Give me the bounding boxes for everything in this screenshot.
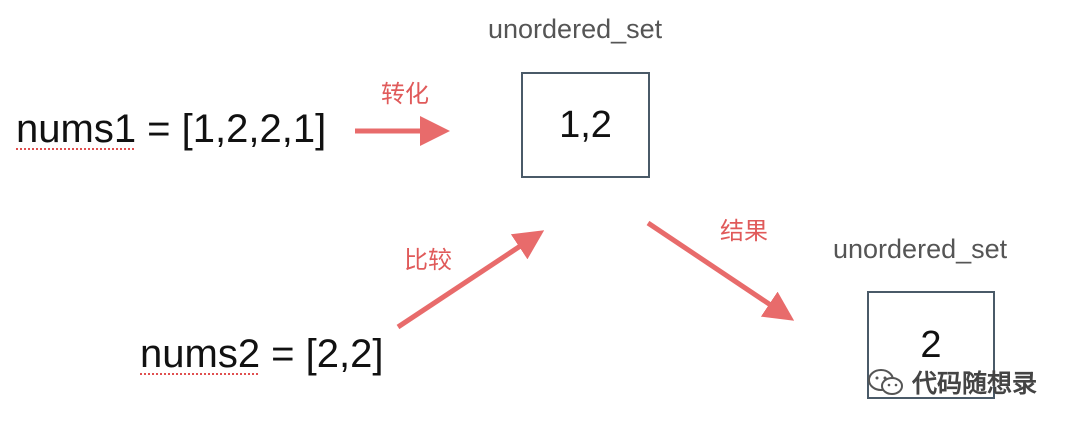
compare-arrow bbox=[396, 230, 545, 330]
nums2-name: nums2 bbox=[140, 332, 261, 376]
set1-contents: 1,2 bbox=[559, 103, 612, 146]
nums2-value: = [2,2] bbox=[260, 332, 384, 376]
watermark: 代码随想录 bbox=[866, 364, 1037, 400]
compare-label: 比较 bbox=[404, 247, 452, 274]
result-arrow bbox=[646, 220, 795, 321]
set2-label: unordered_set bbox=[833, 234, 1008, 264]
set2-box: 2 bbox=[867, 291, 995, 399]
convert-label: 转化 bbox=[381, 81, 429, 108]
result-label: 结果 bbox=[720, 218, 768, 245]
set1-label: unordered_set bbox=[488, 14, 663, 44]
nums1-name: nums1 bbox=[16, 107, 137, 151]
set2-contents: 2 bbox=[920, 323, 942, 366]
set1-box: 1,2 bbox=[521, 72, 650, 178]
nums1-value: = [1,2,2,1] bbox=[136, 107, 327, 151]
watermark-text: 代码随想录 bbox=[912, 370, 1038, 398]
wechat-icon bbox=[868, 369, 903, 395]
nums1-expression: nums1 = [1,2,2,1] bbox=[16, 107, 326, 152]
nums2-expression: nums2 = [2,2] bbox=[140, 332, 383, 377]
